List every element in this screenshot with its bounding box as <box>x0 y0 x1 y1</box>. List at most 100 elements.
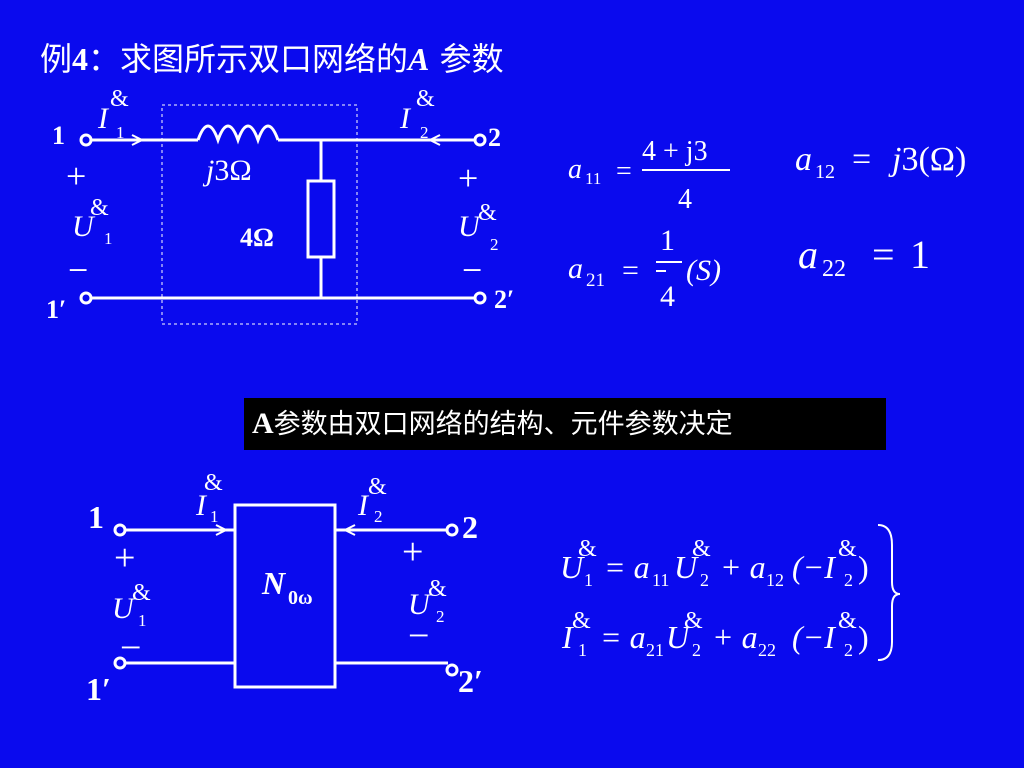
eq1-u2: U <box>674 549 699 585</box>
subscript: 1 <box>116 123 125 142</box>
a11-denominator: 4 <box>678 184 692 215</box>
a12-sub: 12 <box>815 161 835 183</box>
eq2-u2-sub: 2 <box>692 640 701 660</box>
current-i1-symbol: I <box>195 489 208 522</box>
subscript: 2 <box>374 507 383 526</box>
note-a: A <box>252 407 274 440</box>
subscript: 1 <box>104 229 113 248</box>
port-2-label: 2 <box>462 509 478 545</box>
a11-sub: 11 <box>585 169 601 188</box>
current-i1-symbol: I <box>97 102 110 135</box>
equals: = <box>616 156 632 187</box>
terminal-2p <box>445 663 459 677</box>
eq2-tail-sub: 2 <box>844 640 853 660</box>
a-parameter-results: a 11 = 4 + j3 4 a 12 = j3(Ω) a 21 = 1 4 … <box>568 136 966 313</box>
terminal-1p <box>79 291 93 305</box>
eq2-lhs-sub: 1 <box>578 640 587 660</box>
a12-rhs: j3(Ω) <box>888 141 966 178</box>
eq1-tail: (−I <box>792 549 836 585</box>
circuit-1-labels: 1 1′ 2 2′ + − + − I & 1 I & 2 U & 1 U & … <box>46 86 514 324</box>
a21-lhs: a <box>568 252 583 285</box>
terminal-2p <box>473 291 487 305</box>
eq2-u2: U <box>666 619 691 655</box>
subscript: 2 <box>490 235 499 254</box>
resistor-label: 4Ω <box>240 223 274 252</box>
inductor <box>196 124 280 145</box>
minus-sign-2: − <box>462 250 482 290</box>
phasor-dot-mark: & <box>416 86 435 112</box>
current-i2-symbol: I <box>357 489 370 522</box>
equation-system: U & 1 = a 11 U & 2 + a 12 (−I & 2 ) I & … <box>560 524 901 661</box>
plus-sign-2: + <box>402 531 423 573</box>
a21-numerator: 1 <box>660 224 675 257</box>
eq2-rhs-a: = a <box>600 619 646 655</box>
plus-sign-2: + <box>458 158 478 198</box>
circuit-2-labels: 1 1′ 2 2′ + − + − I & 1 I & 2 U & 1 U & … <box>86 470 483 707</box>
phasor-dot-mark: & <box>90 195 109 221</box>
arrow-head-2 <box>342 524 356 536</box>
note-text: 参数由双口网络的结构、元件参数决定 <box>273 409 733 440</box>
subscript: 2 <box>420 123 429 142</box>
arrow-head-1 <box>215 524 229 536</box>
eq1-plus-a-sub: 12 <box>766 570 784 590</box>
port-2p-label: 2′ <box>458 663 483 699</box>
voltage-u1-symbol: U <box>112 592 136 625</box>
port-1-label: 1 <box>88 499 104 535</box>
eq2-tail: (−I <box>792 619 836 655</box>
voltage-u2-symbol: U <box>408 588 432 621</box>
equals: = <box>852 141 871 178</box>
network-sub: 0ω <box>288 587 313 609</box>
eq2-rhs-a-sub: 21 <box>646 640 664 660</box>
phasor-dot-mark: & <box>692 536 711 562</box>
minus-sign-1: − <box>68 250 88 290</box>
page-title: 例4：求图所示双口网络的A 参数 <box>40 40 504 78</box>
port-1p-label: 1′ <box>86 671 111 707</box>
eq1-close: ) <box>858 549 869 585</box>
eq1-rhs-a: = a <box>604 549 650 585</box>
terminal-1p <box>113 656 127 670</box>
arrow-head-2 <box>427 134 441 146</box>
terminal-1 <box>113 523 127 537</box>
a12-lhs: a <box>795 141 812 178</box>
a22-sub: 22 <box>822 256 846 282</box>
resistor <box>306 179 336 259</box>
eq2-plus-a-sub: 22 <box>758 640 776 660</box>
eq1-u2-sub: 2 <box>700 570 709 590</box>
phasor-dot-mark: & <box>684 608 703 634</box>
port-2-label: 2 <box>488 123 501 152</box>
circuit-1 <box>79 104 487 325</box>
dashed-box <box>161 104 358 325</box>
eq1-rhs-a-sub: 11 <box>652 570 669 590</box>
port-2p-label: 2′ <box>494 285 514 314</box>
voltage-u2-symbol: U <box>458 210 482 243</box>
a11-lhs: a <box>568 154 582 185</box>
phasor-dot-mark: & <box>578 536 597 562</box>
eq1-lhs-sub: 1 <box>584 570 593 590</box>
network-label: N <box>261 565 287 601</box>
phasor-dot-mark: & <box>428 576 447 602</box>
plus-sign-1: + <box>114 537 135 579</box>
eq2-close: ) <box>858 619 869 655</box>
terminal-1 <box>79 133 93 147</box>
a21-denominator: 4 <box>660 280 675 313</box>
equals: = <box>872 232 895 277</box>
a21-sub: 21 <box>586 270 605 291</box>
eq1-plus-a: + a <box>720 549 766 585</box>
voltage-u1-symbol: U <box>72 210 96 243</box>
phasor-dot-mark: & <box>838 536 857 562</box>
right-brace <box>877 524 901 661</box>
subscript: 2 <box>436 607 445 626</box>
minus-sign-2: − <box>408 615 429 657</box>
phasor-dot-mark: & <box>572 608 591 634</box>
equals: = <box>622 254 639 287</box>
phasor-dot-mark: & <box>838 608 857 634</box>
phasor-dot-mark: & <box>132 580 151 606</box>
inductor-label: j3Ω <box>202 154 252 187</box>
eq1-tail-sub: 2 <box>844 570 853 590</box>
note-box: A参数由双口网络的结构、元件参数决定 <box>244 398 886 450</box>
a22-lhs: a <box>798 232 818 277</box>
a22-rhs: 1 <box>910 232 930 277</box>
plus-sign-1: + <box>66 156 86 196</box>
eq2-plus-a: + a <box>712 619 758 655</box>
